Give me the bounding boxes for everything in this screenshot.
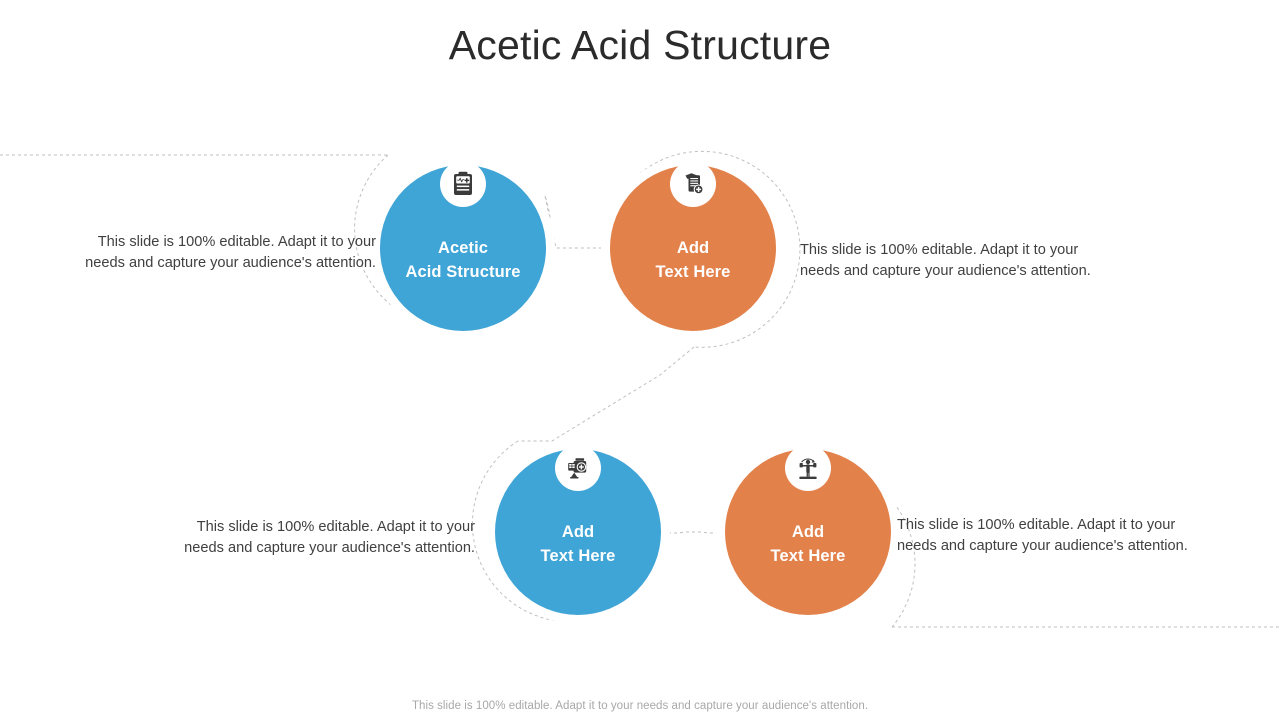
add-document-icon	[670, 161, 716, 207]
footer-note: This slide is 100% editable. Adapt it to…	[411, 700, 869, 712]
description-top-right: This slide is 100% editable. Adapt it to…	[800, 240, 1140, 283]
dashed-connector-1-2	[544, 195, 615, 249]
dashed-connector-3-4	[668, 531, 724, 534]
node-label: Add Text Here	[725, 521, 891, 615]
node-label: Add Text Here	[610, 237, 776, 331]
description-line2: needs and capture your audience's attent…	[184, 540, 475, 557]
medicine-bottle-icon	[555, 445, 601, 491]
node-label-line2: Text Here	[770, 546, 846, 565]
description-line1: This slide is 100% editable. Adapt it to…	[897, 517, 1176, 533]
node-acetic-acid-structure[interactable]: Acetic Acid Structure	[380, 161, 546, 331]
node-label-line2: Text Here	[540, 546, 616, 565]
node-label: Acetic Acid Structure	[380, 237, 546, 331]
description-line2: needs and capture your audience's attent…	[897, 538, 1188, 555]
node-add-text-here-4[interactable]: Add Text Here	[725, 445, 891, 615]
node-add-text-here-2[interactable]: Add Text Here	[610, 161, 776, 331]
description-line1: This slide is 100% editable. Adapt it to…	[97, 234, 376, 250]
description-line2: needs and capture your audience's attent…	[800, 263, 1091, 280]
dashed-connector-2-3	[518, 346, 695, 442]
description-line1: This slide is 100% editable. Adapt it to…	[196, 519, 475, 535]
description-bottom-left: This slide is 100% editable. Adapt it to…	[138, 517, 475, 560]
description-top-left: This slide is 100% editable. Adapt it to…	[40, 232, 376, 275]
node-add-text-here-3[interactable]: Add Text Here	[495, 445, 661, 615]
page-title: Acetic Acid Structure	[448, 22, 832, 68]
person-balance-icon	[785, 445, 831, 491]
node-label-line1: Add	[561, 523, 595, 542]
node-label-line1: Add	[676, 239, 710, 258]
description-line2: needs and capture your audience's attent…	[85, 255, 376, 272]
node-label: Add Text Here	[495, 521, 661, 615]
description-line1: This slide is 100% editable. Adapt it to…	[800, 242, 1079, 258]
description-bottom-right: This slide is 100% editable. Adapt it to…	[897, 515, 1237, 558]
node-label-line2: Text Here	[655, 262, 731, 281]
node-label-line2: Acid Structure	[405, 262, 521, 281]
node-label-line1: Acetic	[437, 239, 489, 258]
node-label-line1: Add	[791, 523, 825, 542]
medical-clipboard-icon	[440, 161, 486, 207]
